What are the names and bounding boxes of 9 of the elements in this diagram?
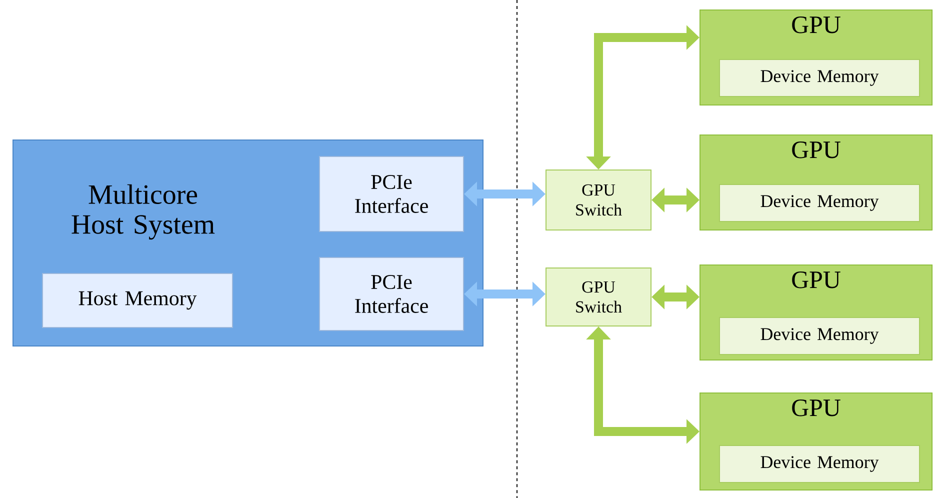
switch-box: GPU Switch [546, 169, 652, 230]
memory-box: Device Memory [719, 184, 920, 222]
interface-box: PCIe Interface [319, 256, 464, 331]
switch-box: GPU Switch [546, 267, 652, 326]
memory-box: Device Memory [719, 317, 920, 355]
memory-box: Device Memory [719, 59, 920, 97]
memory-box: Device Memory [719, 444, 920, 483]
interface-box: PCIe Interface [319, 156, 464, 232]
memory-box: Host Memory [42, 272, 233, 328]
